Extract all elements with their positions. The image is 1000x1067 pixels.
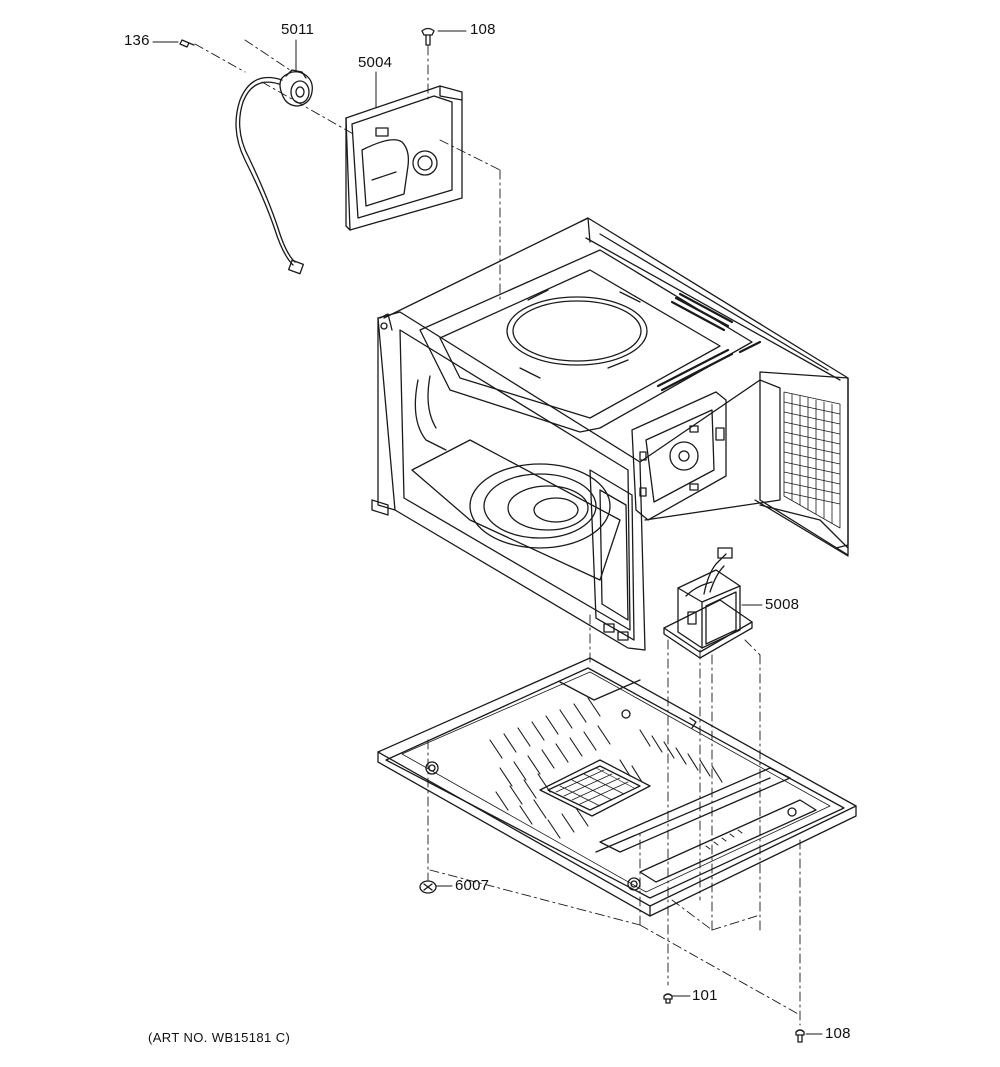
callout-leaders [152, 30, 823, 1035]
callout-6007: 6007 [455, 877, 490, 894]
screw-108-top-icon [421, 27, 435, 46]
callout-136: 136 [124, 32, 150, 49]
screw-108-bottom-icon [795, 1029, 805, 1043]
base-louvers [489, 697, 723, 839]
assembly-guide-lines [194, 39, 801, 1026]
foot-6007-icon [419, 880, 437, 894]
screw-101-icon [663, 993, 673, 1004]
fan-motor-5011-icon [235, 69, 313, 275]
art-number: (ART NO. WB15181 C) [148, 1030, 291, 1045]
shroud-5004-icon [345, 85, 463, 231]
callout-101: 101 [692, 987, 718, 1004]
callout-108-bottom: 108 [825, 1025, 851, 1042]
base-pan-icon [377, 657, 857, 917]
transformer-5008-icon [663, 547, 753, 659]
top-vent-slots [656, 292, 762, 392]
side-vent-grid [783, 391, 841, 529]
callout-108-top: 108 [470, 21, 496, 38]
callout-5011: 5011 [281, 21, 315, 38]
screw-136-icon [179, 39, 195, 48]
microwave-cavity-icon [371, 217, 849, 651]
callout-5004: 5004 [358, 54, 393, 71]
callout-5008: 5008 [765, 596, 800, 613]
